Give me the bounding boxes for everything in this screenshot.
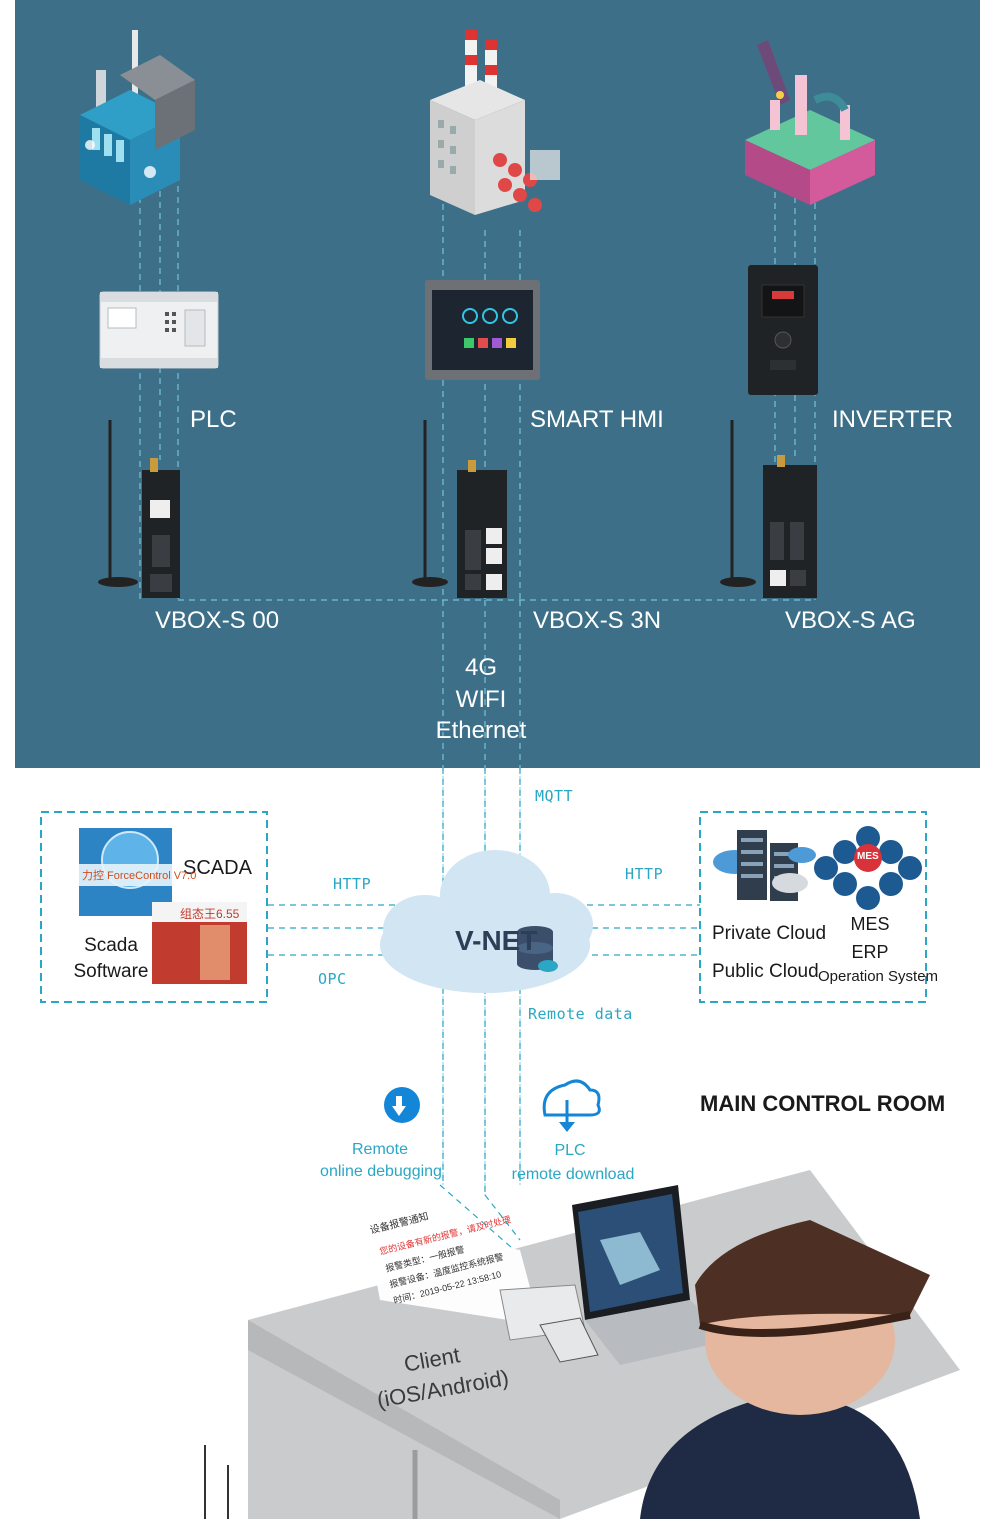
hmi-label: SMART HMI	[530, 406, 664, 433]
vbox-s3n-label: VBOX-S 3N	[533, 607, 662, 634]
vnet-cloud-icon	[380, 850, 593, 993]
main-control-room-title: MAIN CONTROL ROOM	[700, 1091, 946, 1116]
network-ethernet: Ethernet	[435, 717, 527, 744]
alert-card	[365, 1220, 540, 1325]
vbox-s3n-icon	[412, 420, 507, 598]
network-4g: 4G	[464, 654, 497, 681]
http-left-label: HTTP	[333, 875, 372, 893]
operation-system-label: Operation System	[818, 968, 939, 985]
plc-device-icon	[99, 291, 219, 369]
mes-hub-text: MES	[857, 851, 879, 862]
inverter-device-icon	[748, 265, 818, 395]
factory-white-icon	[430, 30, 560, 215]
vbox-sag-label: VBOX-S AG	[785, 607, 916, 634]
plc-label: PLC	[190, 406, 237, 433]
erp-label: ERP	[851, 942, 889, 962]
factory-blue-icon	[80, 30, 195, 205]
vnet-label: V-NET	[455, 925, 538, 956]
zutai-text: 组态王6.55	[180, 907, 240, 921]
servers-cloud-icon	[713, 830, 816, 901]
laptop-icon	[572, 1185, 730, 1365]
phone-icon	[539, 1317, 599, 1363]
forcecontrol-text: 力控 ForceControl V7.0	[82, 870, 197, 882]
remote-data-label: Remote data	[528, 1005, 633, 1023]
opc-label: OPC	[318, 970, 347, 988]
zutai-image	[152, 902, 247, 984]
network-wifi: WIFI	[455, 686, 507, 713]
forcecontrol-image	[79, 828, 172, 916]
scada-software-line2: Software	[73, 961, 149, 982]
mqtt-label: MQTT	[535, 787, 574, 805]
private-cloud-label: Private Cloud	[712, 923, 827, 944]
mes-label: MES	[850, 914, 890, 934]
vbox-sag-icon	[720, 420, 817, 598]
cloud-download-icon	[542, 1079, 601, 1132]
remote-debug-line1: Remote	[351, 1141, 409, 1158]
antenna-poles	[204, 1445, 229, 1519]
wrench-circle-icon	[384, 1087, 420, 1123]
mes-hexagon-icon	[814, 826, 922, 910]
operator-figure	[640, 1220, 930, 1519]
scada-label: SCADA	[183, 857, 252, 879]
hmi-device-icon	[425, 280, 540, 380]
remote-debug-line2: online debugging	[320, 1163, 442, 1180]
vbox-s00-label: VBOX-S 00	[155, 607, 280, 634]
plc-download-line2: remote download	[511, 1166, 635, 1183]
factory-green-icon	[745, 40, 875, 205]
public-cloud-label: Public Cloud	[712, 961, 819, 982]
inverter-label: INVERTER	[832, 406, 953, 433]
scada-software-line1: Scada	[84, 935, 138, 956]
plc-download-line1: PLC	[554, 1142, 586, 1159]
http-right-label: HTTP	[625, 865, 664, 883]
vbox-s00-icon	[98, 420, 180, 598]
